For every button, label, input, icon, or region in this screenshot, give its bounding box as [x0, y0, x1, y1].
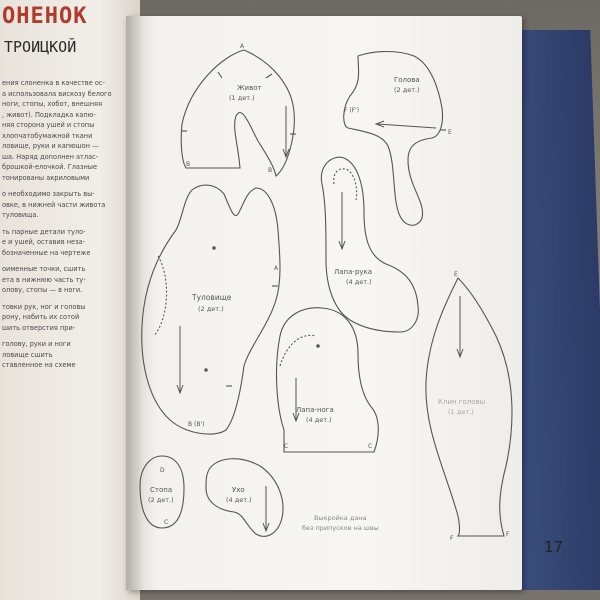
instruction-line: а использовала вискозу белого — [2, 89, 112, 98]
piece-body: Туловище (2 дет.) A B (B') — [141, 184, 281, 435]
ear-name: Ухо — [232, 486, 245, 494]
hood-point-e: E — [454, 271, 458, 278]
body-point-b: B (B') — [188, 421, 204, 428]
instruction-line: туловища. — [2, 211, 39, 219]
body-point-a: A — [274, 265, 279, 272]
arm-name: Лапа-рука — [334, 268, 372, 276]
piece-ear: Ухо (4 дет.) — [205, 458, 284, 537]
belly-point-b-right: B — [268, 167, 272, 174]
hood-name: Клин головы — [438, 398, 485, 406]
note-line-1: Выкройка дана — [314, 514, 367, 522]
instruction-line: тонированы акриловыми — [2, 173, 90, 182]
instruction-line: ноги, стопы, хобот, внешняя — [2, 100, 103, 108]
instruction-line: ловище сшить — [2, 350, 53, 359]
piece-belly: Живот (1 дет.) A B B — [180, 43, 296, 178]
belly-point-b-left: B — [186, 161, 190, 168]
instruction-line: ть парные детали туло- — [2, 227, 86, 236]
hood-count: (1 дет.) — [448, 408, 474, 416]
instruction-line: бозначенные на чертеже — [2, 248, 91, 257]
instruction-line: олову, стопы — в ноги. — [2, 286, 83, 294]
leg-point-c-left: C — [284, 443, 288, 450]
instruction-line: ения слоненка в качестве ос- — [2, 79, 105, 87]
head-point-f: F (F') — [344, 107, 359, 114]
note-line-2: без припусков на швы — [302, 524, 379, 532]
belly-count: (1 дет.) — [229, 94, 255, 102]
piece-sole: Стопа (2 дет.) D C — [139, 455, 185, 529]
arm-count: (4 дет.) — [346, 278, 372, 286]
hood-point-f-right: F — [506, 531, 510, 538]
instruction-line: ставленное на схеме — [2, 361, 76, 369]
instructions-text: ения слоненка в качестве ос-а использова… — [2, 78, 130, 371]
instruction-line: шить отверстия при- — [2, 323, 76, 332]
sole-point-c: C — [164, 519, 168, 526]
sewing-pattern: Живот (1 дет.) A B B Голова (2 дет.) F (… — [139, 43, 513, 542]
piece-head: Голова (2 дет.) F (F') E — [343, 50, 452, 226]
head-name: Голова — [394, 76, 420, 84]
sole-point-d: D — [160, 467, 165, 474]
instruction-line: овке, в нижней части живота — [2, 200, 106, 209]
piece-leg: Лапа-нога (4 дет.) C C — [275, 307, 379, 453]
belly-name: Живот — [237, 84, 262, 92]
instruction-line: ша. Наряд дополнен атлас- — [2, 152, 99, 161]
page-gutter-shadow — [126, 16, 144, 590]
instruction-line: ловище, руки и капюшон — — [2, 142, 99, 150]
belly-point-a: A — [240, 43, 245, 50]
head-count: (2 дет.) — [394, 86, 420, 94]
instruction-line: ета в нижнюю часть ту- — [2, 275, 86, 284]
piece-arm: Лапа-рука (4 дет.) — [320, 156, 419, 333]
sole-count: (2 дет.) — [148, 496, 174, 504]
head-point-e: E — [448, 129, 452, 136]
page-subtitle: ТРОИЦКОЙ — [4, 38, 77, 56]
instruction-line: , живот). Подкладка капю- — [2, 110, 96, 119]
piece-hood: Клин головы (1 дет.) E F F — [425, 271, 513, 542]
leg-count: (4 дет.) — [306, 416, 332, 424]
page-number: 17 — [544, 538, 564, 556]
sole-name: Стопа — [150, 486, 172, 494]
page-title: ОНЕНОК — [2, 4, 88, 29]
right-page — [126, 16, 522, 590]
pattern-note: Выкройка дана без припусков на швы — [302, 514, 379, 532]
leg-name: Лапа-нога — [296, 406, 334, 414]
instruction-line: е и ушей, оставив неза- — [2, 238, 85, 246]
body-name: Туловище — [191, 293, 232, 302]
body-count: (2 дет.) — [198, 305, 224, 313]
instruction-line: о необходимо закрыть вы- — [2, 190, 95, 198]
instruction-line: брошкой-елочкой. Глазные — [2, 163, 98, 171]
instruction-line: няя сторона ушей и стопы — [2, 121, 95, 129]
instruction-line: оименные точки, сшить — [2, 265, 86, 273]
instruction-line: хлопчатобумажной ткани — [2, 131, 93, 140]
ear-count: (4 дет.) — [226, 496, 252, 504]
instruction-line: голову, руки и ноги — [2, 340, 71, 348]
instruction-line: рону, набить их сотой — [2, 313, 80, 321]
instruction-line: товки рук, ног и головы — [2, 302, 86, 311]
left-page: ОНЕНОК ТРОИЦКОЙ ения слоненка в качестве… — [0, 0, 140, 600]
hood-point-f-left: F — [450, 535, 454, 542]
leg-point-c-right: C — [368, 443, 372, 450]
